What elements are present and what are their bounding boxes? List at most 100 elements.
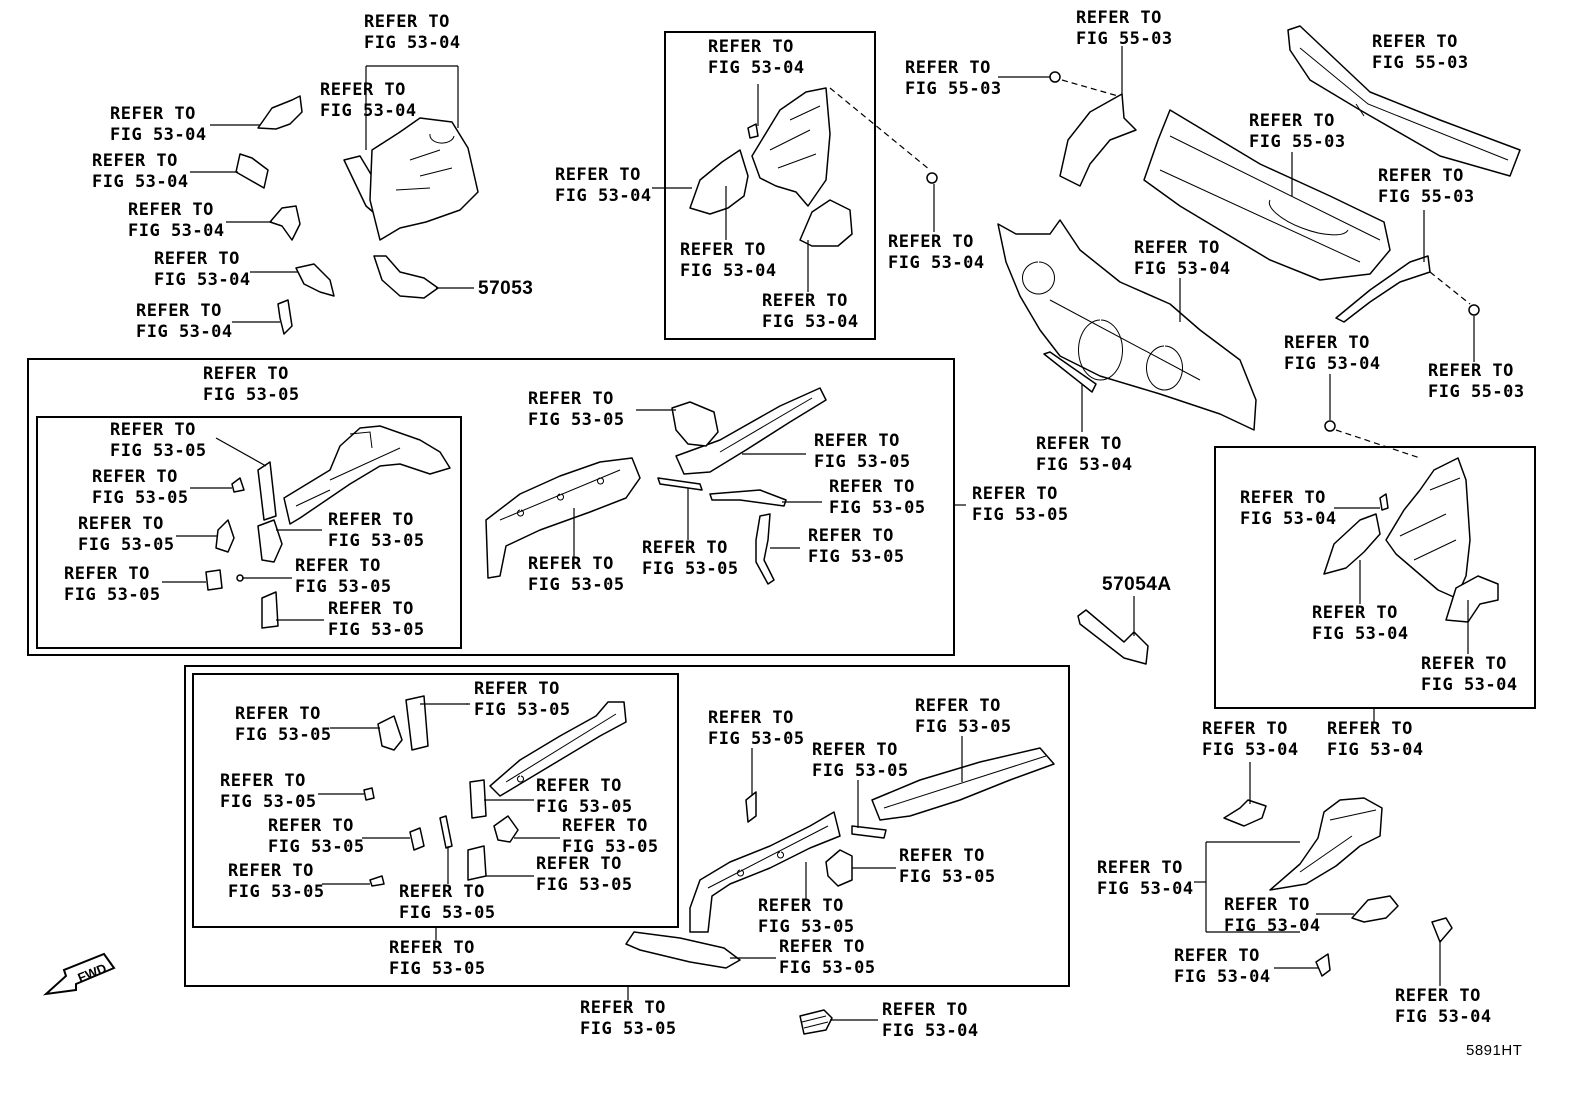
part-strip (657, 477, 703, 491)
part-side-member (489, 701, 627, 797)
part-57054a (1077, 609, 1149, 665)
part-bracket (205, 569, 223, 591)
part-strip (439, 815, 453, 849)
part-bracket (825, 849, 853, 887)
part-cowl-top (1287, 25, 1521, 177)
part-plate (261, 591, 279, 629)
part-clip (1431, 917, 1453, 943)
diagram-code: 5891HT (1466, 1042, 1523, 1059)
part-strip (851, 825, 887, 839)
part-number-57054a[interactable]: 57054A (1102, 574, 1172, 595)
part-bracket (377, 715, 403, 751)
part-strip (755, 513, 775, 585)
part-bolt (1468, 304, 1480, 316)
part-bolt (1324, 420, 1336, 432)
part-apron-assembly (1269, 797, 1383, 891)
part-bracket (469, 779, 487, 819)
part-apron-upper (675, 387, 827, 475)
part-bracket (257, 461, 277, 521)
group-box-bottom (184, 665, 1070, 987)
part-bolt (1049, 71, 1061, 83)
part-side-member (283, 425, 451, 525)
part-panel (1323, 513, 1381, 575)
part-bracket (671, 401, 719, 447)
part-clip (1315, 953, 1331, 977)
part-bracket (295, 263, 335, 297)
part-number-57053[interactable]: 57053 (478, 278, 534, 299)
part-plate (257, 519, 283, 563)
part-bracket (1445, 575, 1499, 623)
part-plate (405, 695, 429, 751)
group-box-middle-left-inner (36, 416, 462, 649)
part-bracket (235, 153, 269, 189)
part-rear-panel (751, 87, 831, 207)
part-bracket (493, 815, 519, 843)
